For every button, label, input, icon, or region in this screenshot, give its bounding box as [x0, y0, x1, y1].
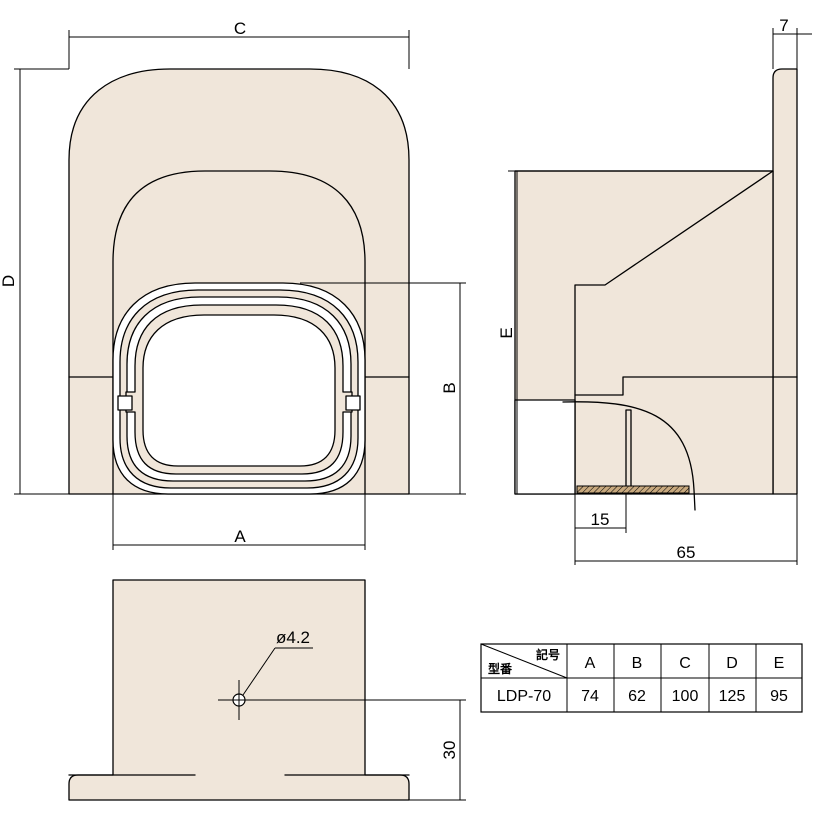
value-c: 100 [672, 688, 699, 705]
col-a: A [585, 655, 596, 672]
table-header-bottom: 型番 [488, 661, 513, 676]
value-e: 95 [770, 688, 788, 705]
side-view: E 7 15 65 [497, 16, 812, 565]
front-view: C D A B [0, 19, 466, 550]
label-hole: ø4.2 [276, 628, 310, 647]
label-7: 7 [779, 16, 788, 35]
label-e: E [497, 327, 516, 338]
bottom-view: ø4.2 30 [68, 579, 466, 801]
side-slope [514, 170, 774, 495]
side-back-plate [772, 68, 798, 495]
value-b: 62 [628, 688, 646, 705]
side-cutaway [514, 399, 576, 495]
side-hatched-base [576, 485, 690, 494]
value-a: 74 [581, 688, 599, 705]
label-c: C [234, 19, 246, 38]
hole-leader [242, 647, 276, 696]
table-header-top: 記号 [536, 647, 560, 662]
col-e: E [774, 655, 785, 672]
spec-table: 記号 型番 A B C D E LDP-70 74 62 100 125 95 [480, 643, 803, 713]
front-inner-arch [112, 170, 366, 495]
side-inner-wall [625, 409, 632, 495]
label-65: 65 [677, 543, 696, 562]
label-a: A [234, 527, 246, 546]
label-d: D [0, 275, 18, 287]
label-30: 30 [440, 741, 459, 760]
table-header-diagonal [480, 643, 568, 679]
col-b: B [632, 655, 643, 672]
front-pipe-clip-hole [142, 314, 336, 467]
label-b: B [440, 382, 459, 393]
side-step [574, 376, 774, 396]
value-d: 125 [719, 688, 746, 705]
col-d: D [726, 655, 738, 672]
front-tab-left [117, 395, 133, 411]
col-c: C [679, 655, 691, 672]
label-15: 15 [591, 510, 610, 529]
front-tab-right [345, 395, 361, 411]
model-cell: LDP-70 [497, 688, 551, 705]
side-pipe-curve [562, 401, 696, 511]
